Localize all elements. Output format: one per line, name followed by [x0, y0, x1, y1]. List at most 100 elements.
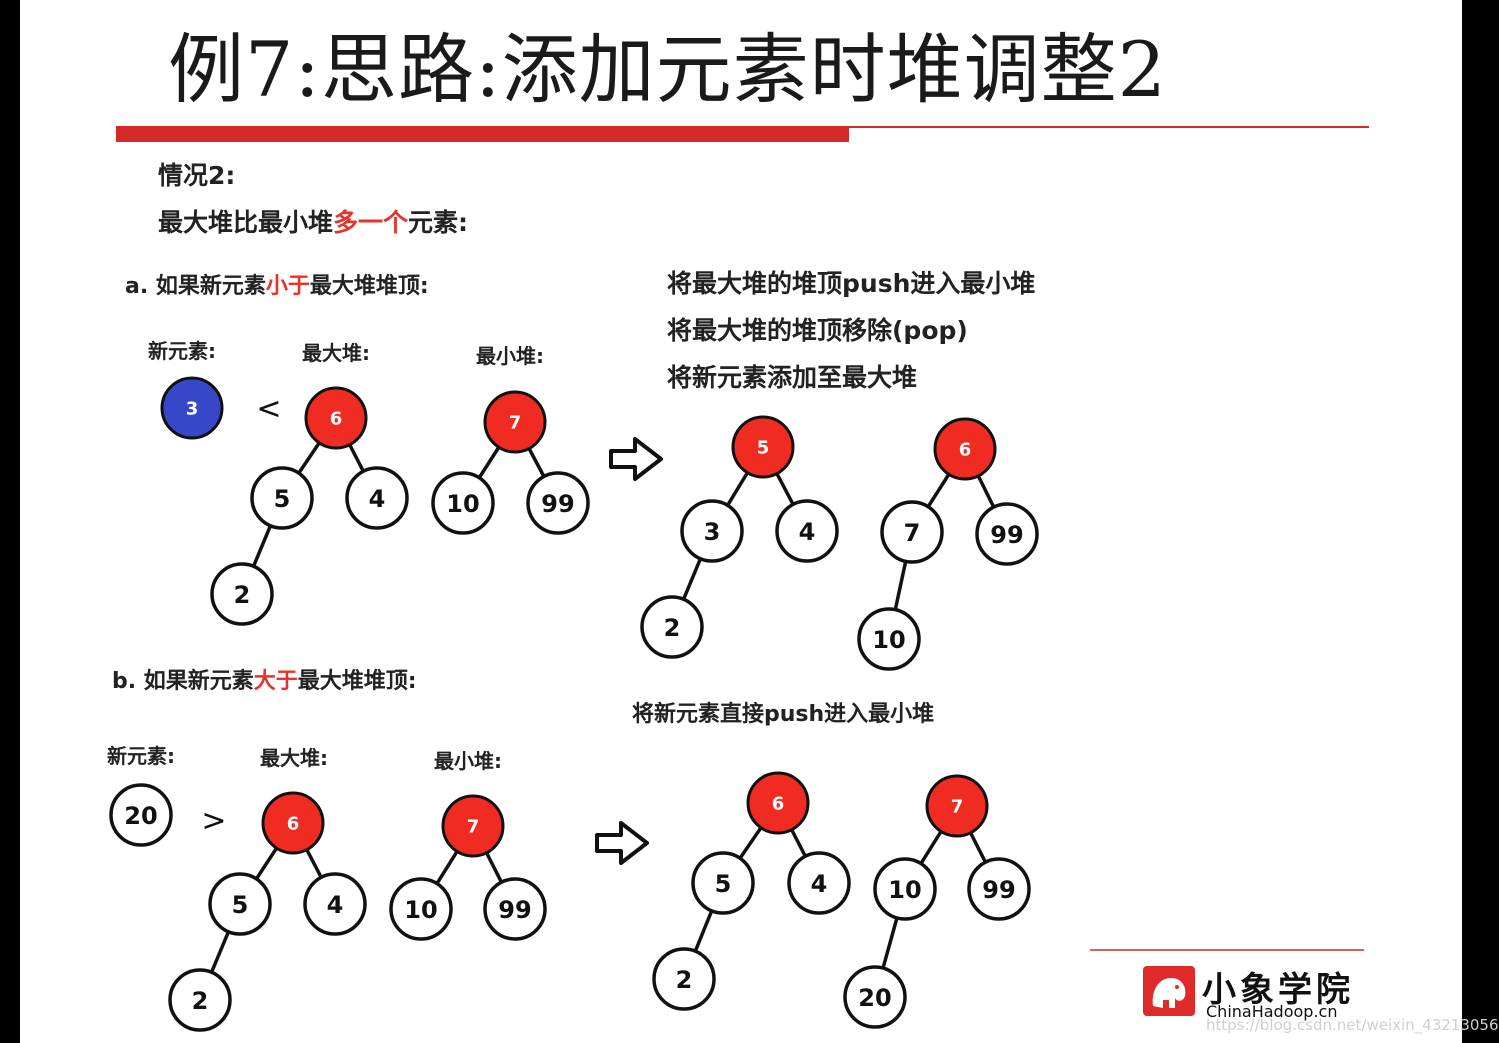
- section-a-before-min-heap-node-label: 10: [446, 490, 479, 518]
- section-a-prefix: a. 如果新元素: [125, 274, 266, 299]
- section-a-after-max-heap-node: [775, 499, 839, 563]
- section-b-after-min-heap-root-node: [925, 774, 989, 838]
- section-b-after-max-heap-node-label: 2: [676, 966, 693, 994]
- section-b-after-max-heap-node-label: 4: [811, 870, 828, 898]
- section-a-before-max-heap-node: [345, 466, 409, 530]
- section-a-after-max-heap-node-label: 4: [799, 518, 816, 546]
- section-a-arrow-icon: [609, 437, 663, 481]
- section-a-after-max-heap-node: [680, 499, 744, 563]
- section-b-before-max-heap-node-label: 5: [232, 891, 249, 919]
- elephant-logo-icon: [1143, 966, 1195, 1016]
- section-a-max-heap-label: 最大堆:: [302, 341, 370, 365]
- section-a-before-max-heap-node: [250, 466, 314, 530]
- footer-divider: [1090, 949, 1364, 951]
- section-b-after-max-heap-node-label: 5: [715, 870, 732, 898]
- section-b-before-max-heap-node-label: 4: [327, 891, 344, 919]
- section-a-suffix: 最大堆堆顶:: [309, 274, 429, 299]
- section-b-after-max-heap-node: [652, 947, 716, 1011]
- section-a-step-3: 将新元素添加至最大堆: [667, 363, 918, 392]
- section-b-step: 将新元素直接push进入最小堆: [632, 702, 935, 727]
- section-a-after-max-heap-node-label: 2: [664, 614, 681, 642]
- section-b-before-max-heap-node-label: 2: [192, 987, 209, 1015]
- section-b-after-max-heap-node: [691, 851, 755, 915]
- section-b-after-min-heap-node: [967, 857, 1031, 921]
- section-a-heading: a. 如果新元素小于最大堆堆顶:: [125, 268, 429, 300]
- section-a-after-max-heap-root-node-label: 5: [757, 438, 770, 459]
- section-b-before-min-heap-node: [389, 877, 453, 941]
- section-a-min-heap-label: 最小堆:: [476, 344, 544, 368]
- section-a-step-1: 将最大堆的堆顶push进入最小堆: [667, 269, 1036, 298]
- section-b-after-max-heap-root-node-label: 6: [772, 794, 785, 815]
- section-a-before-max-heap-root-node: [304, 386, 368, 450]
- section-b-before-min-heap-node-label: 10: [404, 896, 437, 924]
- section-a-after-min-heap-node-label: 99: [990, 521, 1023, 549]
- section-a-before-min-heap-root-node-label: 7: [509, 413, 522, 434]
- slide: 例7:思路:添加元素时堆调整2 情况2: 最大堆比最小堆多一个元素: a. 如果…: [20, 0, 1499, 1043]
- section-b-after-min-heap-root-node-label: 7: [951, 797, 964, 818]
- section-b-new-element-node: [109, 783, 173, 847]
- section-b-after-min-heap-node: [843, 965, 907, 1029]
- section-a-highlight: 小于: [265, 274, 310, 299]
- section-b-after-min-heap-node-label: 99: [982, 876, 1015, 904]
- title-underline-thin: [849, 126, 1369, 128]
- watermark-url: https://blog.csdn.net/weixin_43213056: [1206, 1016, 1499, 1034]
- section-b-before-min-heap-node-label: 99: [498, 896, 531, 924]
- section-a-new-element-node-label: 3: [186, 399, 199, 420]
- section-b-before-max-heap-root-node: [261, 791, 325, 855]
- section-a-after-max-heap-node: [640, 595, 704, 659]
- section-b-before-max-heap-node: [208, 872, 272, 936]
- section-a-after-min-heap-node-label: 7: [904, 519, 921, 547]
- section-b-highlight: 大于: [253, 669, 298, 694]
- section-a-after-max-heap-node-label: 3: [704, 518, 721, 546]
- section-b-before-min-heap-root-node: [441, 794, 505, 858]
- section-a-before-max-heap-node-label: 4: [369, 485, 386, 513]
- section-b-after-min-heap-node-label: 10: [888, 876, 921, 904]
- section-a-after-max-heap-root-node: [731, 415, 795, 479]
- section-b-before-min-heap-root-node-label: 7: [467, 817, 480, 838]
- section-a-after-min-heap-node: [975, 502, 1039, 566]
- section-a-step-2: 将最大堆的堆顶移除(pop): [667, 316, 968, 345]
- section-a-before-max-heap-root-node-label: 6: [330, 409, 343, 430]
- slide-title: 例7:思路:添加元素时堆调整2: [168, 25, 1167, 114]
- case-label: 情况2:: [158, 161, 236, 190]
- condition-text-2: 元素:: [408, 208, 469, 237]
- section-b-new-element-label: 新元素:: [107, 744, 175, 768]
- section-b-new-element-node-label: 20: [124, 802, 157, 830]
- section-b-min-heap-label: 最小堆:: [434, 749, 502, 773]
- section-a-before-max-heap-node: [210, 562, 274, 626]
- section-a-after-min-heap-root-node: [933, 417, 997, 481]
- heap-diagrams: 3 <6 5 4 2 7 10 99 5 3 4 2 6 7 99 10 20 >6 5 4 2 7 10 99 6 5 4 2 7 10…: [109, 376, 1039, 1032]
- section-a-new-element-node: [160, 376, 224, 440]
- section-b-heading: b. 如果新元素大于最大堆堆顶:: [112, 663, 417, 695]
- section-a-new-element-label: 新元素:: [148, 339, 216, 363]
- section-a-before-max-heap-node-label: 2: [234, 581, 251, 609]
- section-a-before-min-heap-node: [526, 471, 590, 535]
- section-b-before-max-heap-node: [303, 872, 367, 936]
- section-b-max-heap-label: 最大堆:: [260, 746, 328, 770]
- section-b-greater-than-symbol: >: [201, 804, 226, 839]
- section-a-before-min-heap-node-label: 99: [541, 490, 574, 518]
- section-b-before-min-heap-node: [483, 877, 547, 941]
- section-b-after-min-heap-node: [873, 857, 937, 921]
- section-b-suffix: 最大堆堆顶:: [297, 669, 417, 694]
- case-condition: 最大堆比最小堆多一个元素:: [158, 203, 468, 239]
- section-a-after-min-heap-node-label: 10: [872, 626, 905, 654]
- brand-name-en: ChinaHadoop.cn: [1206, 1002, 1338, 1021]
- condition-text-1: 最大堆比最小堆: [158, 208, 334, 237]
- section-a-after-min-heap-node: [857, 607, 921, 671]
- condition-highlight: 多一个: [333, 208, 409, 237]
- title-underline-thick: [116, 126, 849, 142]
- section-a-before-min-heap-root-node: [483, 390, 547, 454]
- section-a-after-min-heap-root-node-label: 6: [959, 440, 972, 461]
- section-b-before-max-heap-root-node-label: 6: [287, 814, 300, 835]
- section-a-before-min-heap-node: [431, 471, 495, 535]
- section-a-less-than-symbol: <: [256, 392, 281, 427]
- section-b-after-min-heap-node-label: 20: [858, 984, 891, 1012]
- section-a-after-min-heap-node: [880, 500, 944, 564]
- section-a-before-max-heap-node-label: 5: [274, 485, 291, 513]
- section-b-before-max-heap-node: [168, 968, 232, 1032]
- section-b-prefix: b. 如果新元素: [112, 669, 254, 694]
- section-b-after-max-heap-root-node: [746, 771, 810, 835]
- brand-name-cn: 小象学院: [1202, 970, 1354, 1010]
